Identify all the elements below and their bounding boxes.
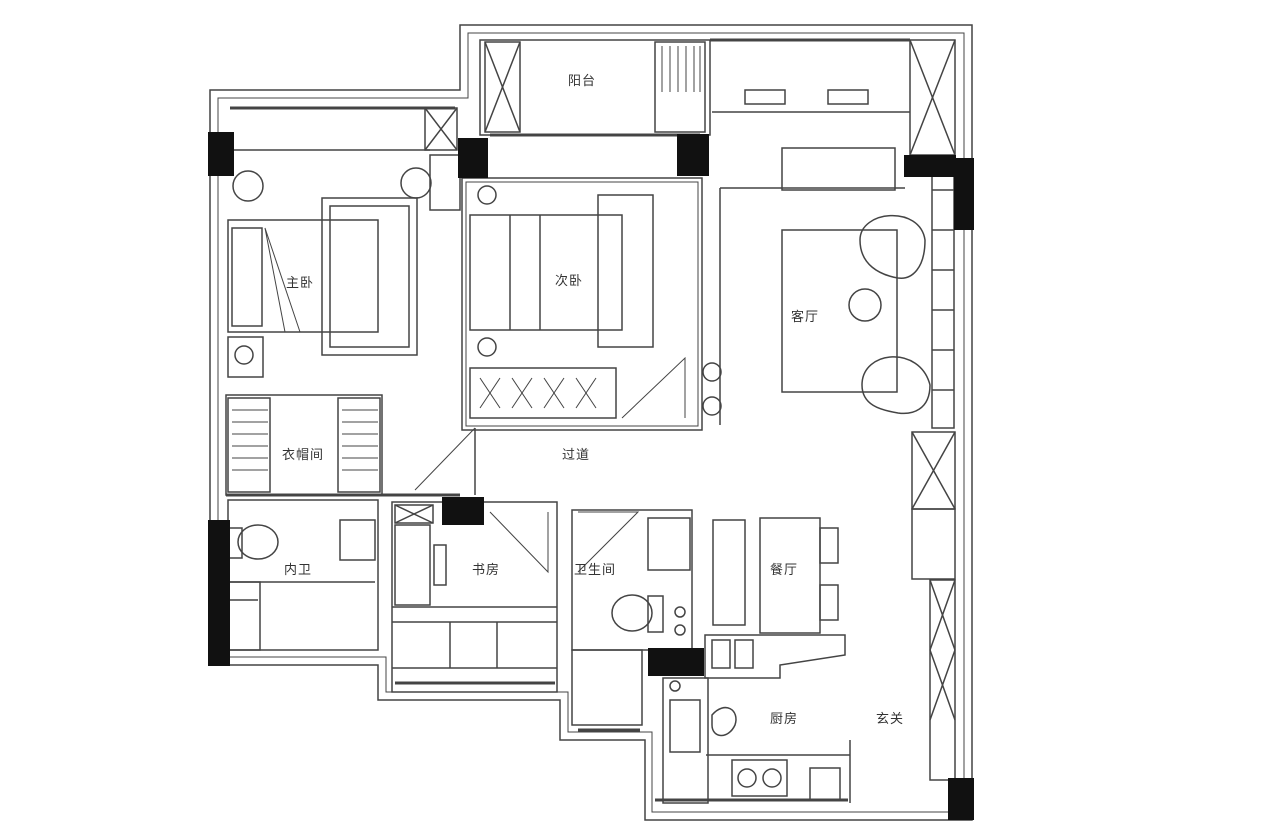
desk-master <box>227 336 264 378</box>
kitchen-sink <box>669 699 701 753</box>
rug-second <box>597 194 654 348</box>
bathroom-room <box>571 509 693 651</box>
stove <box>731 759 788 797</box>
closet-second <box>469 367 617 419</box>
room-label-living-room: 客厅 <box>791 310 820 325</box>
room-label-kitchen: 厨房 <box>770 712 799 727</box>
desk-study <box>394 524 431 606</box>
sink-bathroom <box>647 517 691 571</box>
room-label-bathroom: 卫生间 <box>574 563 617 578</box>
armchair-bottom <box>861 356 931 415</box>
column <box>458 138 488 178</box>
toilet-bathroom <box>611 594 653 632</box>
second-bedroom-room <box>461 177 703 431</box>
room-label-corridor: 过道 <box>562 448 591 463</box>
room-label-balcony: 阳台 <box>568 74 597 89</box>
rug-master <box>321 197 418 356</box>
sideboard-dining <box>712 519 746 626</box>
column <box>648 648 704 676</box>
sink-ensuite <box>339 519 376 561</box>
room-label-second-bedroom: 次卧 <box>555 274 584 289</box>
toilet-ensuite <box>237 524 279 560</box>
bed-master <box>227 219 379 333</box>
room-label-walk-in-closet: 衣帽间 <box>282 448 325 463</box>
armchair-top <box>859 214 926 279</box>
window-right-upper <box>931 157 955 429</box>
column <box>904 155 956 177</box>
room-label-study: 书房 <box>472 563 501 578</box>
closet-box <box>424 107 458 151</box>
room-label-entrance: 玄关 <box>876 712 905 727</box>
kitchen-counter <box>662 677 709 804</box>
rug-living <box>781 229 898 393</box>
column <box>208 132 234 176</box>
side-table <box>848 288 882 322</box>
column <box>948 778 974 820</box>
column <box>442 497 484 525</box>
study-room <box>391 501 558 693</box>
outer-wall <box>209 24 973 821</box>
balcony-cabinet-left <box>484 41 521 133</box>
inner-outline <box>217 32 965 813</box>
dining-table <box>759 517 821 634</box>
nightstand-lamp-right <box>400 167 432 199</box>
column <box>208 520 230 666</box>
column <box>954 158 974 230</box>
column <box>677 134 709 176</box>
room-label-ensuite-bath: 内卫 <box>284 563 313 578</box>
nightstand-lamp-left <box>232 170 264 202</box>
wardrobe-right-low <box>929 579 956 781</box>
tv-cabinet <box>781 147 896 191</box>
bed-second <box>469 214 623 331</box>
room-label-master-bedroom: 主卧 <box>286 276 315 291</box>
balcony-shelf-right <box>654 41 706 133</box>
room-label-dining-room: 餐厅 <box>770 563 799 578</box>
